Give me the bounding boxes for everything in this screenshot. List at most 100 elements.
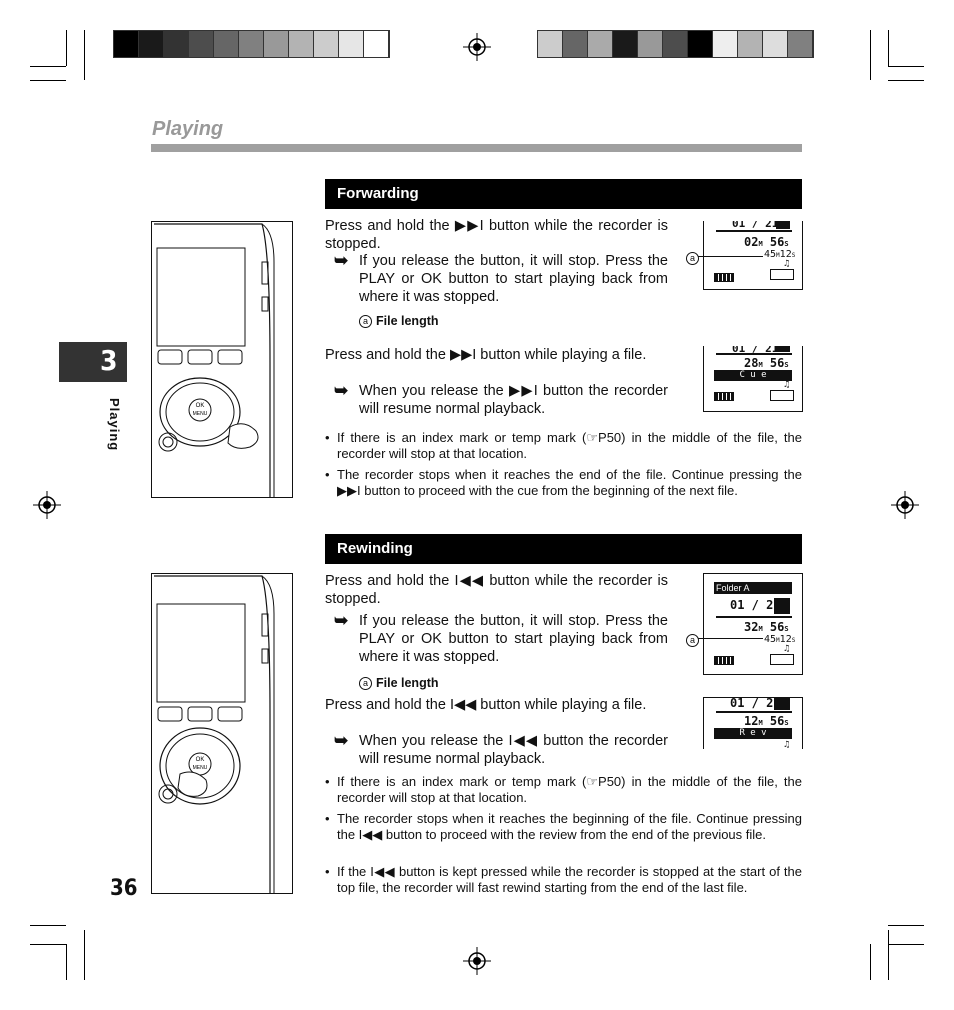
color-swatch <box>264 31 289 57</box>
crop-mark <box>888 30 889 66</box>
forwarding-step-2: Press and hold the ▶▶I button while play… <box>325 347 647 363</box>
color-calibration-bar-left <box>113 30 390 58</box>
svg-text:MENU: MENU <box>193 411 208 417</box>
lcd-elapsed-time: 28M 56S <box>744 356 789 370</box>
lcd-progress-bar <box>716 711 792 713</box>
rewinding-note-1: If you release the button, it will stop.… <box>359 613 668 665</box>
callout-leader-line <box>698 638 763 639</box>
registration-mark-icon <box>463 33 491 61</box>
arrow-icon: ➥ <box>334 381 349 400</box>
lcd-display-stopped-folder: Folder A 01 / 21 32M 56S 45M12S ♫ <box>703 573 803 675</box>
crop-mark <box>84 930 85 980</box>
color-swatch <box>314 31 339 57</box>
arrow-icon: ➥ <box>334 731 349 750</box>
side-chapter-label: Playing <box>107 398 122 452</box>
rewinding-step-2: Press and hold the I◀◀ button while play… <box>325 697 647 713</box>
lcd-mode-icon <box>776 346 790 352</box>
crop-mark <box>888 66 924 67</box>
lcd-progress-bar <box>716 230 792 232</box>
crop-mark <box>888 925 924 926</box>
color-swatch <box>638 31 663 57</box>
recorder-illustration: OK MENU <box>151 573 293 894</box>
arrow-icon: ➥ <box>334 251 349 270</box>
battery-icon <box>714 392 734 401</box>
mic-icon: ♫ <box>784 259 790 269</box>
forwarding-step-1: Press and hold the ▶▶I button while the … <box>325 218 668 252</box>
color-swatch <box>538 31 563 57</box>
crop-mark <box>66 944 67 980</box>
color-swatch <box>588 31 613 57</box>
lcd-cue-label: C u e <box>714 370 792 381</box>
color-swatch <box>688 31 713 57</box>
crop-mark <box>30 66 66 67</box>
crop-mark <box>888 944 924 945</box>
lcd-file-number: 01 / 21 <box>730 697 781 710</box>
lcd-elapsed-time: 32M 56S <box>744 620 789 634</box>
arrow-icon: ➥ <box>334 611 349 630</box>
crop-mark <box>30 944 66 945</box>
rewinding-heading: Rewinding <box>325 534 802 564</box>
callout-marker: a <box>359 677 372 691</box>
file-length-caption: a File length <box>359 676 439 691</box>
forwarding-heading: Forwarding <box>325 179 802 209</box>
forwarding-bullet: •The recorder stops when it reaches the … <box>325 467 802 498</box>
mic-icon: ♫ <box>784 740 790 749</box>
lcd-folder-label: Folder A <box>714 582 792 594</box>
lcd-progress-bar <box>716 353 792 355</box>
chapter-number: 3 <box>100 344 118 377</box>
lcd-mode-icon <box>776 221 790 229</box>
battery-icon <box>714 273 734 282</box>
lcd-callout-marker: a <box>686 250 703 268</box>
color-swatch <box>189 31 214 57</box>
lcd-file-length: 45M12S <box>764 634 796 645</box>
color-swatch <box>339 31 364 57</box>
caption-text: File length <box>376 676 439 690</box>
page-number: 36 <box>110 876 138 901</box>
chapter-tab <box>59 342 127 382</box>
lcd-mode-icon <box>774 698 790 710</box>
lcd-mode-icon <box>774 598 790 614</box>
registration-mark-icon <box>891 491 919 519</box>
color-swatch <box>139 31 164 57</box>
registration-mark-icon <box>33 491 61 519</box>
color-swatch <box>289 31 314 57</box>
mic-icon: ♫ <box>784 644 790 654</box>
lcd-file-length: 45M12S <box>764 249 796 260</box>
lcd-display-cue: 01 / 21 28M 56S C u e ♫ <box>703 346 803 412</box>
callout-leader-line <box>698 256 763 257</box>
battery-icon <box>714 656 734 665</box>
lcd-display-stopped: 01 / 21 02M 56S 45M12S ♫ <box>703 221 803 290</box>
caption-text: File length <box>376 314 439 328</box>
crop-mark <box>870 944 871 980</box>
lcd-status-box <box>770 390 794 401</box>
color-swatch <box>563 31 588 57</box>
svg-text:OK: OK <box>196 403 205 409</box>
svg-text:OK: OK <box>196 757 205 763</box>
rewinding-step-1: Press and hold the I◀◀ button while the … <box>325 573 668 607</box>
registration-mark-icon <box>463 947 491 975</box>
section-title: Playing <box>152 118 224 140</box>
lcd-status-box <box>770 269 794 280</box>
recorder-drawing: OK MENU <box>154 575 275 893</box>
crop-mark <box>888 930 889 980</box>
crop-mark <box>84 30 85 80</box>
crop-mark <box>30 925 66 926</box>
lcd-elapsed-time: 12M 56S <box>744 714 789 728</box>
title-divider <box>151 144 802 152</box>
rewinding-note-2: When you release the I◀◀ button the reco… <box>359 733 668 767</box>
lcd-file-number: 01 / 21 <box>732 221 779 230</box>
rewinding-bullet: •If there is an index mark or temp mark … <box>325 774 802 805</box>
lcd-elapsed-time: 02M 56S <box>744 235 789 249</box>
crop-mark <box>30 80 66 81</box>
crop-mark <box>870 30 871 80</box>
color-swatch <box>738 31 763 57</box>
mic-icon: ♫ <box>784 380 790 390</box>
color-swatch <box>713 31 738 57</box>
forwarding-note-2: When you release the ▶▶I button the reco… <box>359 383 668 417</box>
lcd-progress-bar <box>716 616 792 618</box>
color-swatch <box>114 31 139 57</box>
color-swatch <box>164 31 189 57</box>
crop-mark <box>66 30 67 66</box>
color-swatch <box>364 31 389 57</box>
